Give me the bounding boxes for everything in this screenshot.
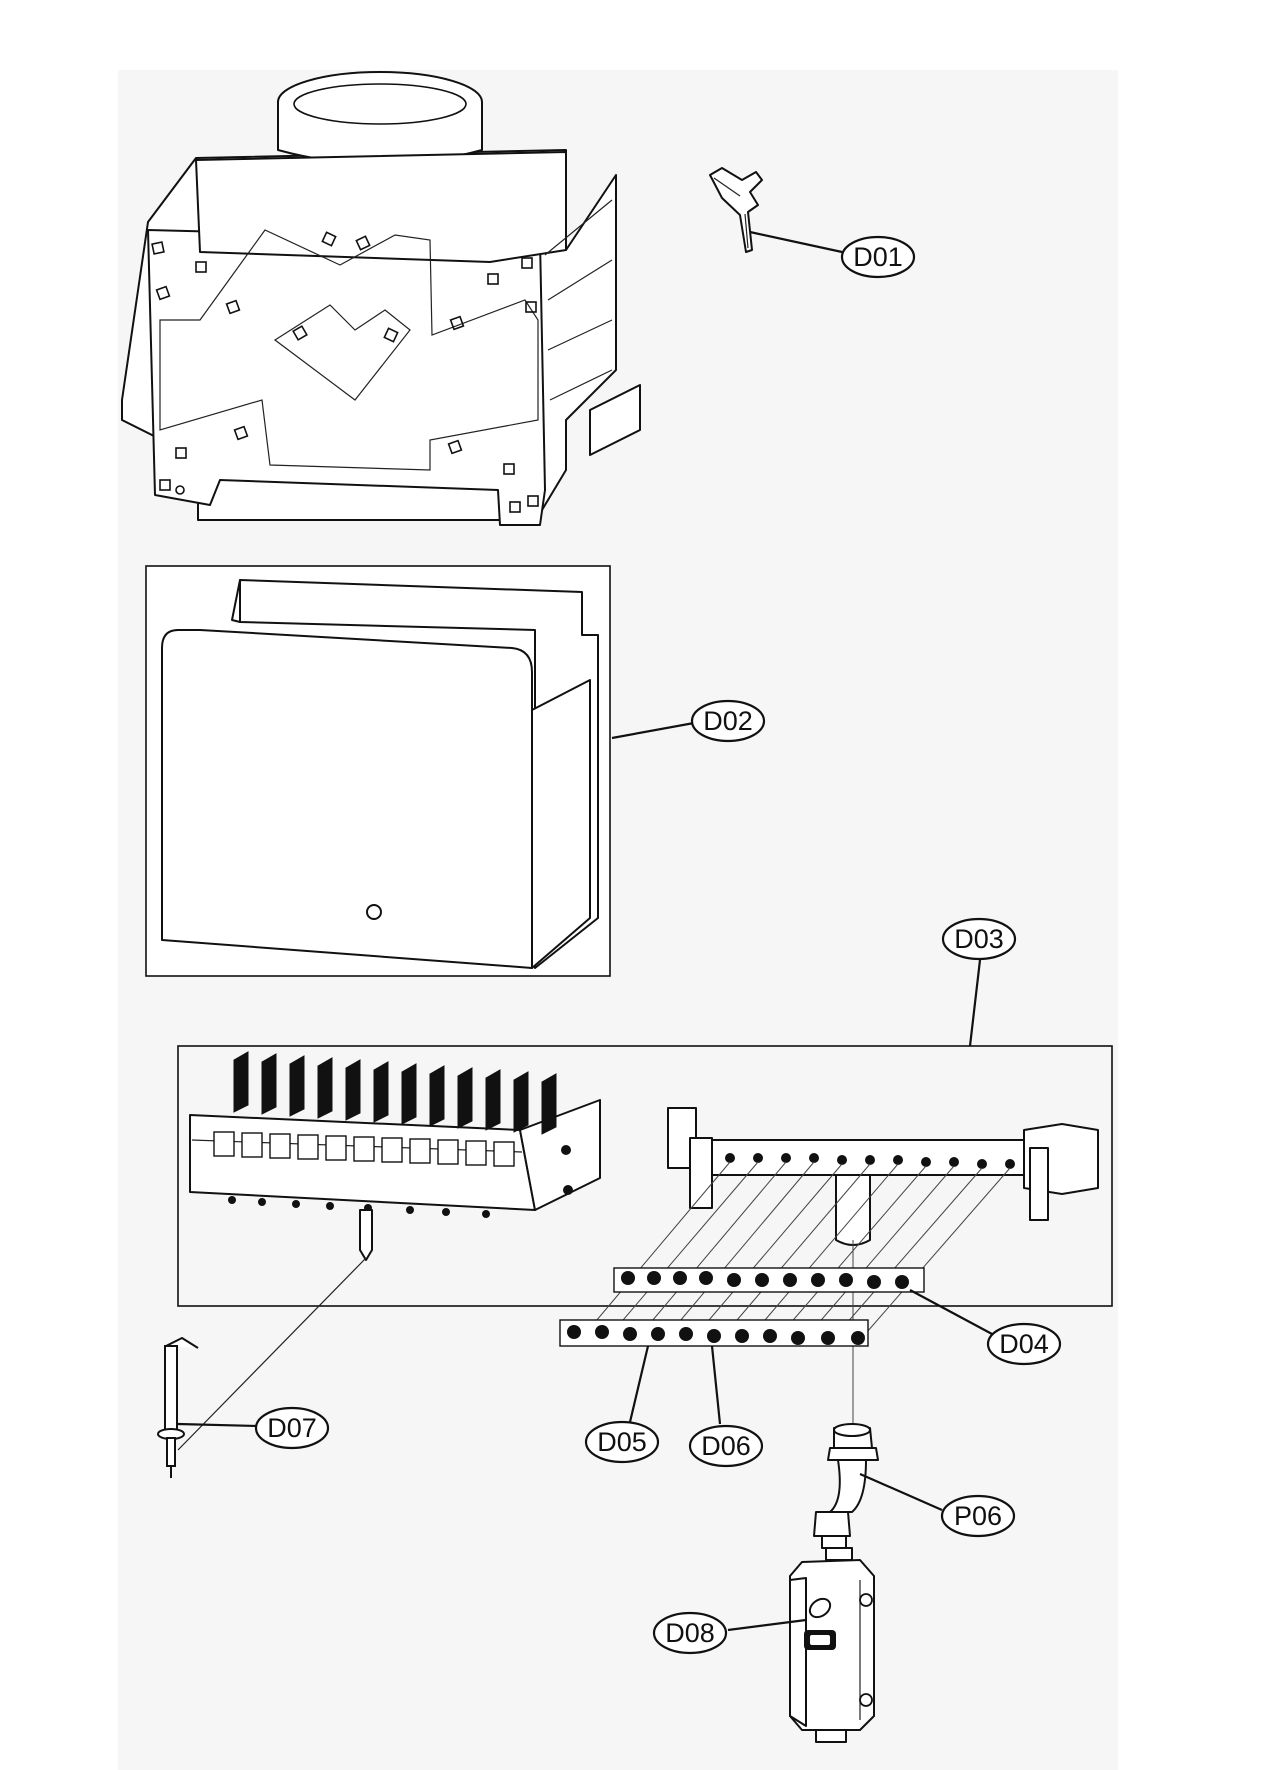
overheat-sensor bbox=[709, 167, 763, 253]
injector-bar-d05-d06 bbox=[559, 1319, 869, 1347]
leader-d06 bbox=[710, 1345, 722, 1425]
callout-d08: D08 bbox=[652, 1611, 728, 1655]
callout-d02-text: D02 bbox=[703, 706, 753, 736]
ignition-electrode bbox=[157, 1337, 199, 1478]
callout-d06-text: D06 bbox=[701, 1431, 751, 1461]
leader-electrode-dash bbox=[177, 1257, 367, 1451]
callout-p06-text: P06 bbox=[954, 1501, 1002, 1531]
callout-d04: D04 bbox=[986, 1322, 1062, 1366]
gas-manifold bbox=[667, 1107, 1099, 1246]
callout-d02: D02 bbox=[690, 699, 766, 743]
callout-d07: D07 bbox=[254, 1406, 330, 1450]
callout-d07-text: D07 bbox=[267, 1413, 317, 1443]
heat-exchanger bbox=[121, 71, 641, 526]
callout-d04-text: D04 bbox=[999, 1329, 1049, 1359]
leader-d02 bbox=[611, 721, 695, 740]
burner-assembly bbox=[189, 1051, 601, 1261]
callout-d01: D01 bbox=[840, 235, 916, 279]
injector-bar-d04 bbox=[613, 1267, 925, 1293]
gas-valve bbox=[789, 1547, 875, 1743]
leader-d05 bbox=[628, 1345, 650, 1423]
callout-d05-text: D05 bbox=[597, 1427, 647, 1457]
callout-d08-text: D08 bbox=[665, 1618, 715, 1648]
leader-d03 bbox=[968, 959, 982, 1047]
leader-d01 bbox=[749, 230, 843, 254]
callout-d06: D06 bbox=[688, 1424, 764, 1468]
leader-d07 bbox=[177, 1422, 259, 1428]
callout-d03-text: D03 bbox=[954, 924, 1004, 954]
leader-d04 bbox=[909, 1289, 993, 1335]
callout-p06: P06 bbox=[940, 1494, 1016, 1538]
injector-assembly-lines bbox=[579, 1161, 1011, 1440]
combustion-chamber bbox=[145, 565, 611, 977]
callout-d03: D03 bbox=[941, 917, 1017, 961]
gas-pipe bbox=[813, 1423, 879, 1549]
leader-p06 bbox=[859, 1472, 943, 1512]
leader-d08 bbox=[727, 1618, 807, 1632]
callout-d01-text: D01 bbox=[853, 242, 903, 272]
burner-group-frame bbox=[177, 1045, 1113, 1307]
callout-d05: D05 bbox=[584, 1420, 660, 1464]
